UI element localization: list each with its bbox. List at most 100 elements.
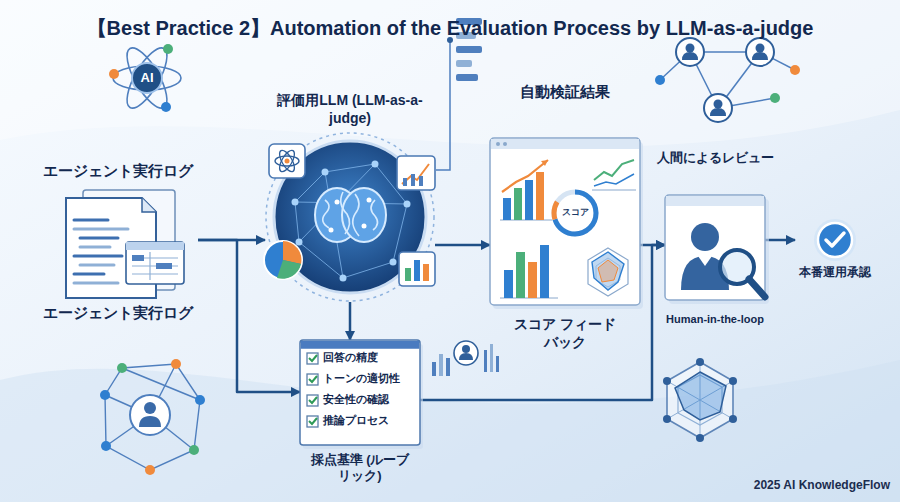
bar-chart-part [540,245,549,298]
data-list-icon [436,18,482,170]
llm-brain-circle-part-part [367,198,372,203]
human-review-panel: 人間によるレビューHuman-in-the-loop [665,145,765,330]
bar-line-chart-part [536,172,544,220]
radar-hexagon-icon-part [696,358,704,366]
node-caption: 採点基準 (ルーブリック) [305,452,415,485]
result-dashboard: 自動検証結果スコア フィードバック [490,80,640,360]
radar-hexagon-icon-part [675,372,726,420]
bar-chart [500,245,558,298]
mini-chart-icon [432,341,499,376]
network-person-icon-part [105,364,200,470]
review-panel-part [665,195,765,300]
rubric-panel-part [300,340,420,445]
llm-brain-circle-part [329,198,372,233]
bar-line-chart-part [514,188,522,220]
log-document-icon-part [132,255,144,261]
atom-chip-icon-part [277,148,298,174]
network-person-icon-part [130,395,170,435]
llm-brain-circle-part-part [404,201,411,208]
log-document-icon-part-part [74,219,108,222]
node-caption: 本番運用承認 [789,265,881,280]
llm-brain-circle-part [292,161,411,282]
radar-hexagon-icon [663,358,737,442]
log-document-icon-part [156,263,172,269]
network-person-icon-part [139,416,161,427]
score-donut [554,192,596,234]
rubric-checkbox-part [307,395,318,406]
line-chart-chip-icon-part [419,176,423,186]
log-document-icon-part-part [74,282,118,285]
pie-chart-icon [264,241,302,279]
network-person-icon [100,359,205,475]
magnifier-icon [720,250,765,297]
log-document-icon [66,190,184,298]
llm-brain-circle-part-part [390,259,397,266]
pie-chart-icon-part [264,241,302,279]
radar-chart-part [598,260,618,282]
line-chart-chip-icon-part [397,156,435,190]
atom-chip-icon-part [277,148,298,174]
score-donut-part [554,192,596,234]
people-network-icon-part [714,100,723,109]
log-document-icon-part [142,198,156,212]
flow-arrow [765,239,795,242]
rubric-checklist: 回答の精度トーンの適切性安全性の確認推論プロセス採点基準 (ルーブリック) [300,340,420,495]
log-document-icon-part-part [80,246,110,249]
rubric-checkbox-part [309,418,317,424]
line-chart-chip-icon-part [411,174,415,186]
dashboard-panel-part [490,138,640,305]
mini-chart-icon-part [439,354,443,376]
log-document-icon-part [126,242,184,250]
node-caption: スコア フィードバック [510,316,620,351]
radar-hexagon-icon-part [663,415,671,423]
mini-chart-icon-part [446,358,450,376]
flow-arrow [198,240,300,392]
dashboard-panel-part [496,142,500,146]
rubric-item: 回答の精度 [323,351,419,365]
mini-chart-icon-part [459,353,473,360]
data-list-icon-part [456,60,472,67]
mini-chart-icon-part [484,350,487,372]
bar-line-chart [500,160,552,220]
rubric-checkbox-part [307,374,318,385]
log-document-icon-part-part [132,273,178,274]
radar-hexagon-icon-part [667,362,733,438]
trend-line-chart [592,160,636,190]
background-wave-part [0,360,900,502]
people-network-icon-part [682,52,698,60]
check-badge-part [814,219,856,261]
network-person-icon-part [100,390,110,400]
human-review-art [665,145,765,330]
flow-arrow [198,239,265,242]
people-network-icon-part [752,52,768,60]
network-person-icon-part [189,445,199,455]
radar-hexagon-icon-part [729,415,737,423]
dashboard-panel [490,138,643,309]
bar-chart-part [516,252,525,298]
dashboard-panel-part [491,139,639,149]
llm-brain-circle-part-part [371,200,378,230]
log-document-icon-part-part [80,237,118,240]
log-document-icon-part-part [74,273,104,276]
mini-chart-icon-part [462,345,470,353]
llm-brain-circle-part-part [372,161,379,168]
llm-brain-circle-part-part [341,192,350,234]
check-badge [814,219,856,261]
llm-brain-circle-part-part [295,202,299,242]
check-badge-part [818,223,852,257]
ai-atom-icon-part [132,63,162,93]
node-heading: エージェント実行ログ [38,162,198,181]
bar-line-chart-part [541,160,548,166]
trend-line-chart-part [592,190,636,191]
rubric-item: 推論プロセス [323,414,419,428]
data-list-icon-part [456,74,478,81]
people-network-icon-part [790,65,800,75]
network-person-icon-part [117,363,127,373]
trend-line-chart-part [594,174,634,186]
log-document-icon-part [74,220,128,283]
mini-chart-icon-part [496,356,499,372]
flow-arrow [640,244,665,247]
log-document-icon-part [126,242,184,284]
footer-credit: 2025 AI KnowledgeFlow [730,478,890,492]
